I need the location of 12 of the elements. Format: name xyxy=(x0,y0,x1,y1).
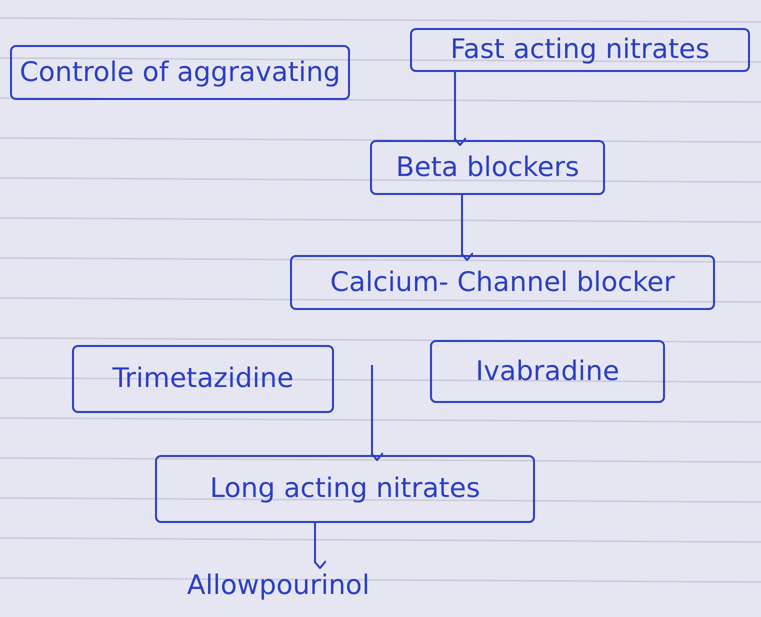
drug-box: Long acting nitrates xyxy=(155,455,535,523)
drug-box: Beta blockers xyxy=(370,140,605,195)
arrow xyxy=(313,523,327,569)
arrow xyxy=(460,195,474,261)
arrow xyxy=(370,365,384,461)
drug-box: Calcium- Channel blocker xyxy=(290,255,715,310)
drug-label: Allowpourinol xyxy=(175,563,405,609)
arrow xyxy=(453,72,467,146)
drug-box: Ivabradine xyxy=(430,340,665,403)
drug-box: Controle of aggravating xyxy=(10,45,350,100)
drug-box: Fast acting nitrates xyxy=(410,28,750,72)
drug-box: Trimetazidine xyxy=(72,345,334,413)
